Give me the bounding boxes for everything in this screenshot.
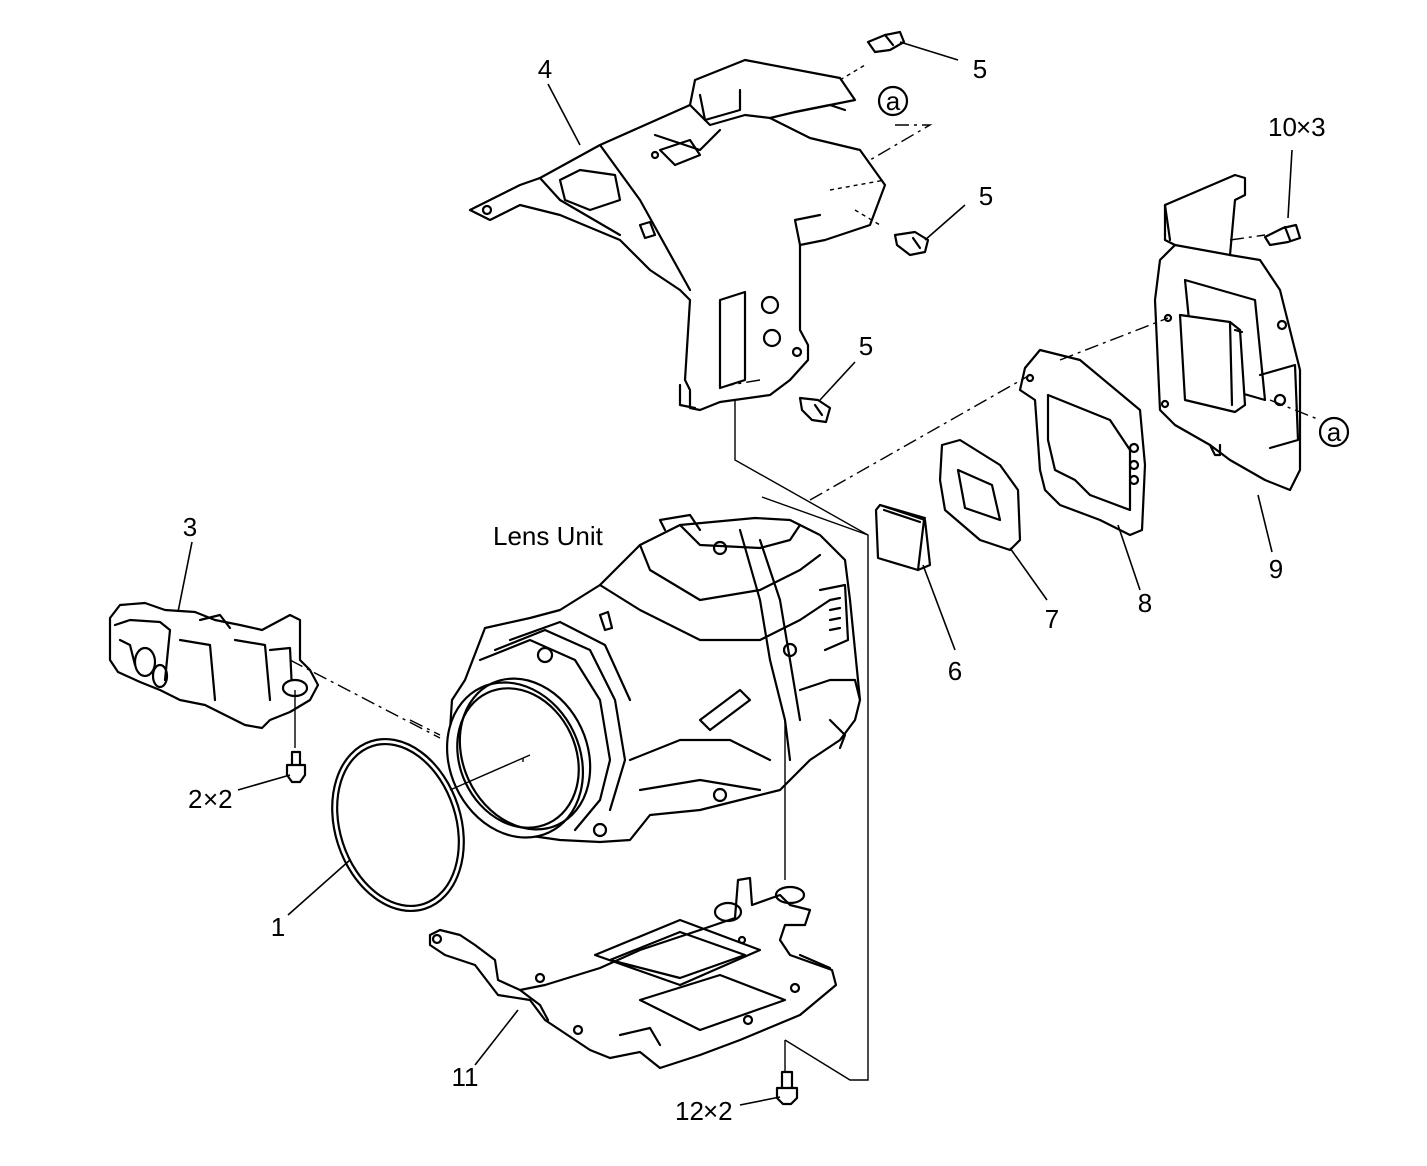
callout-2-qty: 2 ×2 [188, 784, 233, 814]
part-3-motor-block [108, 601, 320, 730]
part-4-top-bracket [468, 58, 887, 412]
callout-10-qty: 10 ×3 [1268, 112, 1326, 142]
leader-lines [177, 41, 1293, 1106]
callout-1: 1 [271, 912, 285, 942]
callout-4: 4 [538, 54, 552, 84]
callout-2: 2 [188, 784, 202, 814]
lens-unit [445, 513, 862, 844]
screw-2 [285, 750, 307, 784]
callout-2-quantity: ×2 [203, 784, 233, 814]
part-7-gasket [938, 438, 1022, 552]
callout-3: 3 [183, 512, 197, 542]
ref-a-right: a [1318, 416, 1350, 448]
part-6-filter [874, 503, 932, 572]
callout-11: 11 [452, 1062, 479, 1092]
part-8-plate [1018, 348, 1147, 537]
callout-12: 12 [675, 1096, 704, 1126]
callout-12-quantity: ×2 [703, 1096, 733, 1126]
screw-5-low [798, 396, 832, 424]
part-9-sensor-board [1153, 173, 1302, 492]
screw-10 [1263, 223, 1302, 247]
ref-a-right-label: a [1327, 417, 1342, 447]
callout-12-qty: 12 ×2 [675, 1096, 733, 1126]
callout-5-mid: 5 [979, 181, 993, 211]
callout-6: 6 [948, 656, 962, 686]
part-11-bottom-plate [428, 876, 838, 1070]
screw-12 [775, 1070, 799, 1106]
callout-10: 10 [1268, 112, 1297, 142]
callout-9: 9 [1269, 554, 1283, 584]
callout-7: 7 [1045, 604, 1059, 634]
screw-5-mid [893, 230, 930, 257]
screw-5-top [866, 30, 906, 54]
part-1-o-ring [331, 737, 465, 913]
lens-unit-label: Lens Unit [493, 521, 604, 551]
assembly-lines [289, 64, 1321, 1081]
ref-a-top-label: a [886, 86, 901, 116]
callout-5-top: 5 [973, 54, 987, 84]
callout-10-quantity: ×3 [1296, 112, 1326, 142]
callout-5-low: 5 [859, 331, 873, 361]
callout-8: 8 [1138, 588, 1152, 618]
ref-a-top: a [877, 85, 909, 117]
